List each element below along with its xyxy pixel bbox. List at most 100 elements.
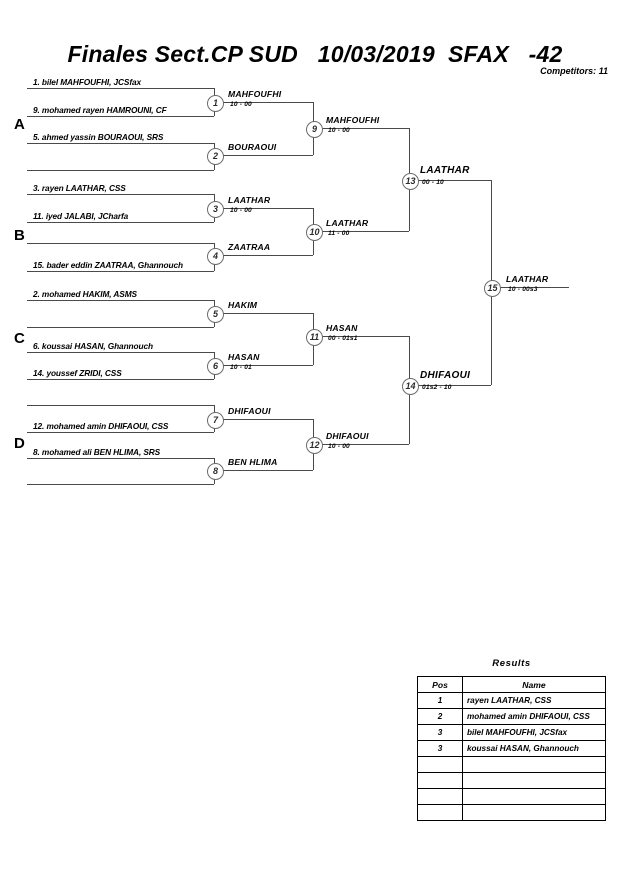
match-node-15[interactable]: 15 <box>484 280 501 297</box>
player-line <box>27 300 214 301</box>
match-winner: LAATHAR <box>420 165 470 176</box>
table-row: 3 koussai HASAN, Ghannouch <box>417 740 606 757</box>
player-line <box>27 405 214 406</box>
winner-line <box>222 255 313 256</box>
section-label-c: C <box>14 330 25 347</box>
match-node-5[interactable]: 5 <box>207 306 224 323</box>
winner-line <box>321 444 409 445</box>
match-node-10[interactable]: 10 <box>306 224 323 241</box>
match-winner: DHIFAOUI <box>228 406 271 416</box>
result-name: bilel MAHFOUFHI, JCSfax <box>462 724 606 741</box>
match-node-11[interactable]: 11 <box>306 329 323 346</box>
winner-line <box>222 313 313 314</box>
column-header-name: Name <box>462 676 606 693</box>
match-score: 00 - 10 <box>422 179 444 186</box>
player-line <box>27 379 214 380</box>
section-label-a: A <box>14 116 25 133</box>
winner-line <box>417 385 491 386</box>
result-pos <box>417 804 463 821</box>
table-header-row: Pos Name <box>417 676 606 693</box>
result-name: mohamed amin DHIFAOUI, CSS <box>462 708 606 725</box>
match-winner: LAATHAR <box>228 195 271 205</box>
winner-line <box>222 365 313 366</box>
player-line <box>27 88 214 89</box>
match-node-13[interactable]: 13 <box>402 173 419 190</box>
player-name: 9. mohamed rayen HAMROUNI, CF <box>33 105 167 115</box>
page-title: Finales Sect.CP SUD 10/03/2019 SFAX -42 <box>67 41 563 67</box>
player-name: 8. mohamed ali BEN HLIMA, SRS <box>33 447 161 457</box>
match-score: 10 - 00 <box>328 127 350 134</box>
match-winner: MAHFOUFHI <box>228 89 282 99</box>
section-label-b: B <box>14 227 25 244</box>
player-line <box>27 170 214 171</box>
player-line <box>27 194 214 195</box>
winner-line <box>222 419 313 420</box>
player-line <box>27 327 214 328</box>
winner-line <box>417 180 491 181</box>
player-name: 3. rayen LAATHAR, CSS <box>33 183 126 193</box>
match-node-7[interactable]: 7 <box>207 412 224 429</box>
match-node-2[interactable]: 2 <box>207 148 224 165</box>
match-node-8[interactable]: 8 <box>207 463 224 480</box>
column-header-pos: Pos <box>417 676 463 693</box>
match-winner: HASAN <box>326 323 358 333</box>
result-name: koussai HASAN, Ghannouch <box>462 740 606 757</box>
match-node-12[interactable]: 12 <box>306 437 323 454</box>
player-line <box>27 458 214 459</box>
match-node-6[interactable]: 6 <box>207 358 224 375</box>
match-node-9[interactable]: 9 <box>306 121 323 138</box>
match-node-1[interactable]: 1 <box>207 95 224 112</box>
player-name: 5. ahmed yassin BOURAOUI, SRS <box>33 132 164 142</box>
match-node-4[interactable]: 4 <box>207 248 224 265</box>
match-score: 11 - 00 <box>328 230 350 237</box>
player-name: 12. mohamed amin DHIFAOUI, CSS <box>33 421 169 431</box>
result-name <box>462 772 606 789</box>
match-score: 10 - 01 <box>230 364 252 371</box>
winner-line <box>222 102 313 103</box>
winner-line <box>222 208 313 209</box>
champion-line <box>499 287 569 288</box>
table-row <box>417 772 606 789</box>
table-row: 3 bilel MAHFOUFHI, JCSfax <box>417 724 606 741</box>
result-name <box>462 756 606 773</box>
match-winner: DHIFAOUI <box>326 431 369 441</box>
player-name: 15. bader eddin ZAATRAA, Ghannouch <box>33 260 183 270</box>
player-name: 2. mohamed HAKIM, ASMS <box>33 289 137 299</box>
match-node-14[interactable]: 14 <box>402 378 419 395</box>
player-name: 1. bilel MAHFOUFHI, JCSfax <box>33 77 142 87</box>
result-pos <box>417 788 463 805</box>
table-row: 2 mohamed amin DHIFAOUI, CSS <box>417 708 606 725</box>
player-line <box>27 432 214 433</box>
match-score: 10 - 00 <box>328 443 350 450</box>
competitors-count: Competitors: 11 <box>540 66 608 76</box>
match-node-3[interactable]: 3 <box>207 201 224 218</box>
match-winner: ZAATRAA <box>228 242 271 252</box>
match-winner: DHIFAOUI <box>420 370 471 381</box>
player-name: 11. iyed JALABI, JCharfa <box>33 211 129 221</box>
player-name: 14. youssef ZRIDI, CSS <box>33 368 122 378</box>
results-table: Pos Name 1 rayen LAATHAR, CSS 2 mohamed … <box>417 676 606 821</box>
match-score: 10 - 00 <box>230 207 252 214</box>
result-name: rayen LAATHAR, CSS <box>462 692 606 709</box>
result-pos: 1 <box>417 692 463 709</box>
player-line <box>27 243 214 244</box>
winner-line <box>222 155 313 156</box>
result-name <box>462 804 606 821</box>
table-row <box>417 804 606 821</box>
winner-line <box>222 470 313 471</box>
result-pos <box>417 772 463 789</box>
player-line <box>27 222 214 223</box>
match-winner: HAKIM <box>228 300 258 310</box>
match-winner: BEN HLIMA <box>228 457 278 467</box>
match-score: 01s2 - 10 <box>422 384 452 391</box>
result-pos: 3 <box>417 740 463 757</box>
champion-name: LAATHAR <box>506 274 549 284</box>
player-line <box>27 116 214 117</box>
match-score: 00 - 01s1 <box>328 335 358 342</box>
winner-line <box>321 231 409 232</box>
result-pos: 3 <box>417 724 463 741</box>
player-line <box>27 143 214 144</box>
result-pos <box>417 756 463 773</box>
champion-score: 10 - 00s3 <box>508 286 538 293</box>
